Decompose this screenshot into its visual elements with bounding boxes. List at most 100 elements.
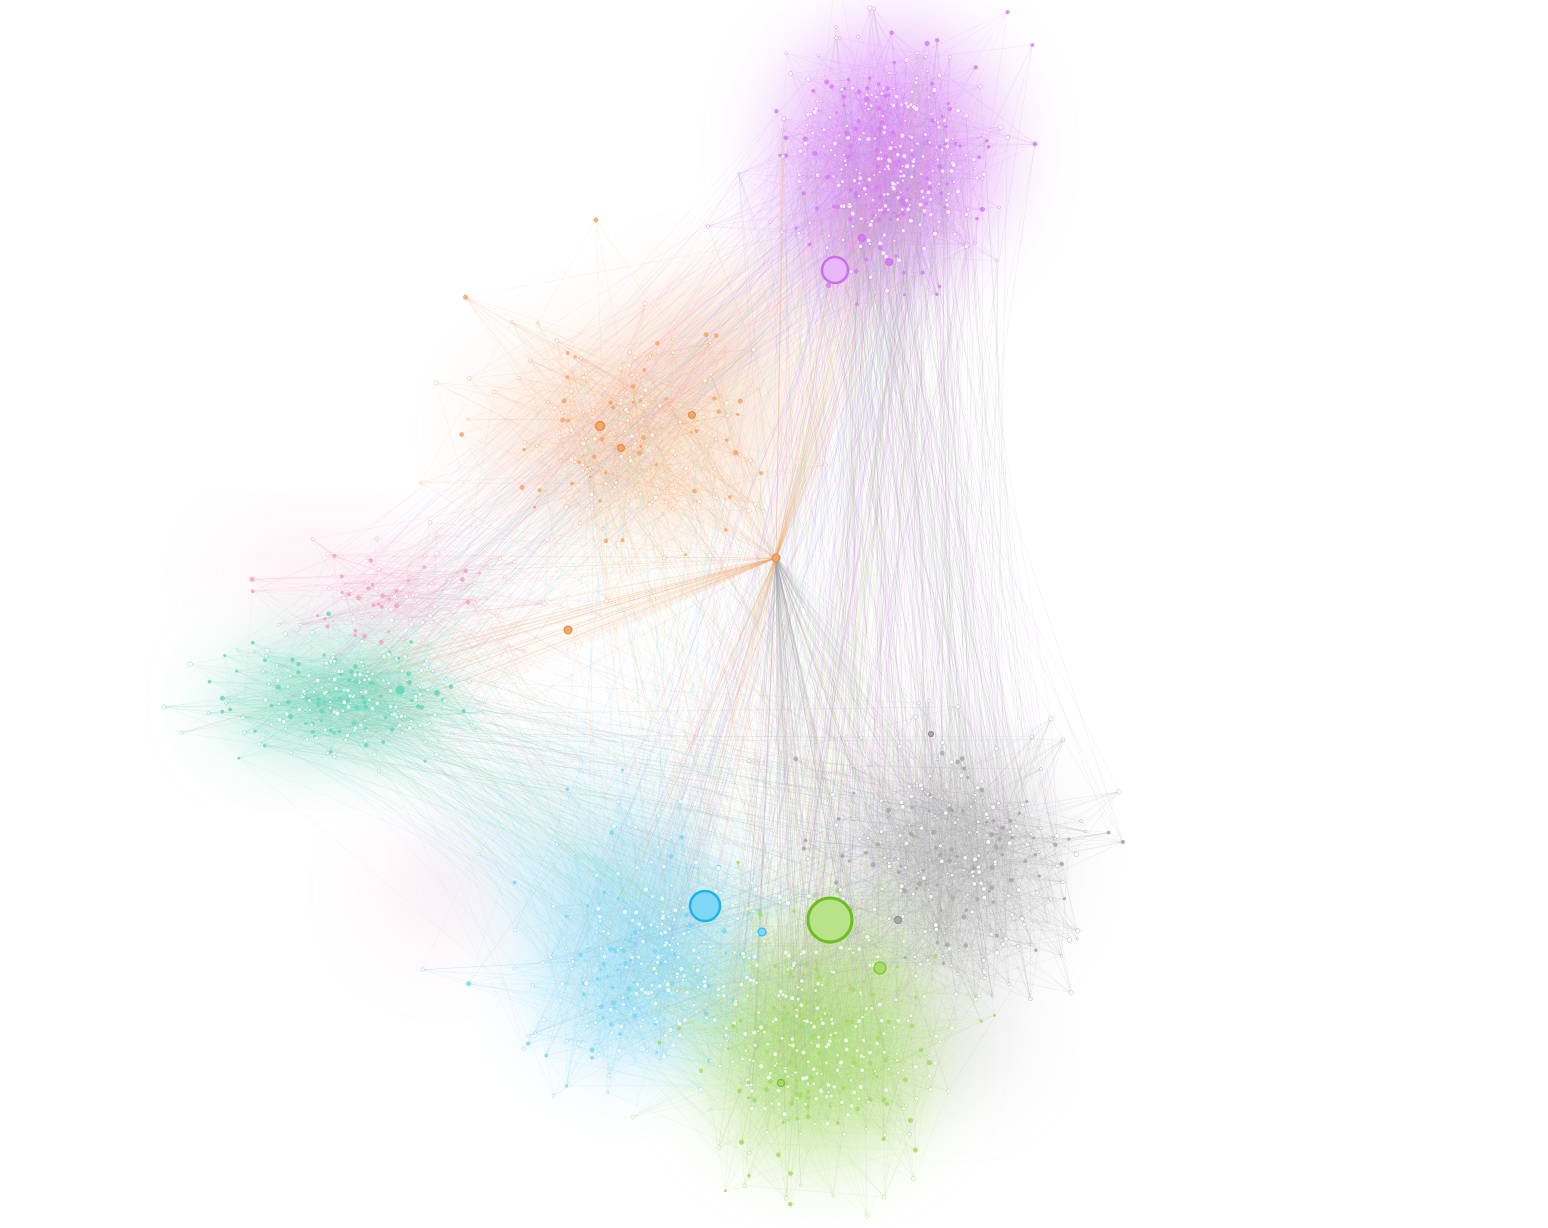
node-pink	[310, 537, 315, 542]
node-green	[742, 1031, 748, 1037]
node-orange	[723, 528, 728, 532]
node-cyan	[749, 880, 755, 885]
node-green	[814, 950, 819, 955]
node-orange	[591, 408, 596, 413]
node-purple	[910, 152, 914, 157]
node-pink	[427, 520, 433, 525]
node-purple	[894, 94, 899, 99]
node-teal	[352, 728, 357, 733]
node-orange	[628, 458, 634, 464]
node-teal	[332, 677, 338, 682]
node-orange	[753, 501, 758, 507]
node-orange	[535, 444, 539, 448]
node-green	[812, 894, 816, 898]
node-purple	[981, 171, 987, 177]
node-teal	[262, 658, 267, 663]
node-teal	[304, 737, 310, 742]
node-pink	[423, 553, 428, 558]
node-orange	[510, 320, 514, 324]
node-purple	[930, 118, 935, 123]
node-green	[756, 1010, 761, 1015]
node-purple	[839, 204, 844, 209]
node-purple	[868, 274, 873, 280]
node-teal	[409, 640, 413, 644]
node-pink	[371, 603, 376, 608]
node-cyan	[595, 906, 602, 912]
node-green	[949, 1025, 955, 1031]
node-purple	[844, 163, 848, 167]
node-green	[747, 1173, 751, 1178]
node-green	[785, 1084, 790, 1089]
node-purple	[805, 76, 811, 82]
node-teal	[368, 681, 372, 685]
node-teal	[290, 657, 295, 663]
node-purple	[904, 163, 910, 169]
node-orange	[706, 410, 711, 414]
hub-node-orange	[594, 420, 606, 432]
node-gray	[1054, 833, 1060, 839]
node-teal	[346, 704, 351, 710]
node-cyan	[619, 946, 623, 950]
node-purple	[915, 51, 920, 56]
node-purple	[921, 246, 927, 252]
node-orange	[629, 372, 634, 377]
node-orange	[581, 410, 585, 415]
node-cyan	[695, 985, 701, 990]
node-purple	[838, 36, 842, 40]
node-cyan	[696, 955, 702, 961]
node-purple	[737, 172, 741, 176]
node-gray	[981, 796, 985, 800]
node-teal	[381, 653, 387, 660]
node-green	[892, 1025, 897, 1030]
node-green	[676, 1026, 682, 1031]
node-cyan	[751, 909, 756, 914]
node-purple	[949, 168, 955, 174]
node-cyan	[635, 982, 640, 987]
node-teal	[334, 686, 339, 691]
node-gray	[1068, 990, 1074, 996]
node-orange	[708, 341, 713, 345]
node-cyan	[512, 880, 517, 885]
node-gray	[875, 842, 880, 847]
node-orange	[665, 397, 669, 401]
node-purple	[924, 40, 930, 47]
node-purple	[780, 230, 785, 235]
hub-node-layer	[394, 234, 934, 1087]
node-cyan	[626, 986, 632, 992]
node-green	[723, 1189, 727, 1193]
node-teal	[206, 711, 211, 715]
node-orange	[546, 400, 550, 404]
node-gray	[939, 908, 943, 912]
hub-node-cyan	[757, 927, 767, 937]
node-pink	[495, 613, 499, 618]
node-gray	[994, 933, 999, 938]
node-pink	[484, 596, 488, 600]
node-orange	[713, 333, 719, 338]
node-green	[795, 1116, 800, 1121]
node-green	[657, 1040, 662, 1045]
node-cyan	[676, 1018, 681, 1023]
node-teal	[349, 669, 354, 675]
node-green	[845, 1112, 851, 1118]
node-teal	[423, 759, 427, 763]
node-purple	[882, 125, 887, 130]
node-orange	[573, 460, 577, 464]
node-purple	[867, 5, 873, 11]
node-teal	[224, 701, 228, 705]
node-cyan	[667, 915, 671, 919]
node-green	[804, 1018, 810, 1024]
hub-node-purple	[820, 255, 850, 285]
node-green	[864, 1213, 870, 1219]
node-orange	[633, 441, 638, 446]
node-gray	[969, 804, 973, 809]
node-green	[769, 1101, 774, 1106]
node-cyan	[662, 929, 668, 935]
node-purple	[857, 137, 862, 142]
node-teal	[187, 661, 193, 667]
node-purple	[897, 159, 902, 164]
node-green	[812, 1033, 816, 1037]
node-orange	[569, 456, 574, 462]
node-green	[758, 1024, 764, 1031]
node-teal	[332, 659, 337, 664]
node-cyan	[659, 895, 665, 902]
